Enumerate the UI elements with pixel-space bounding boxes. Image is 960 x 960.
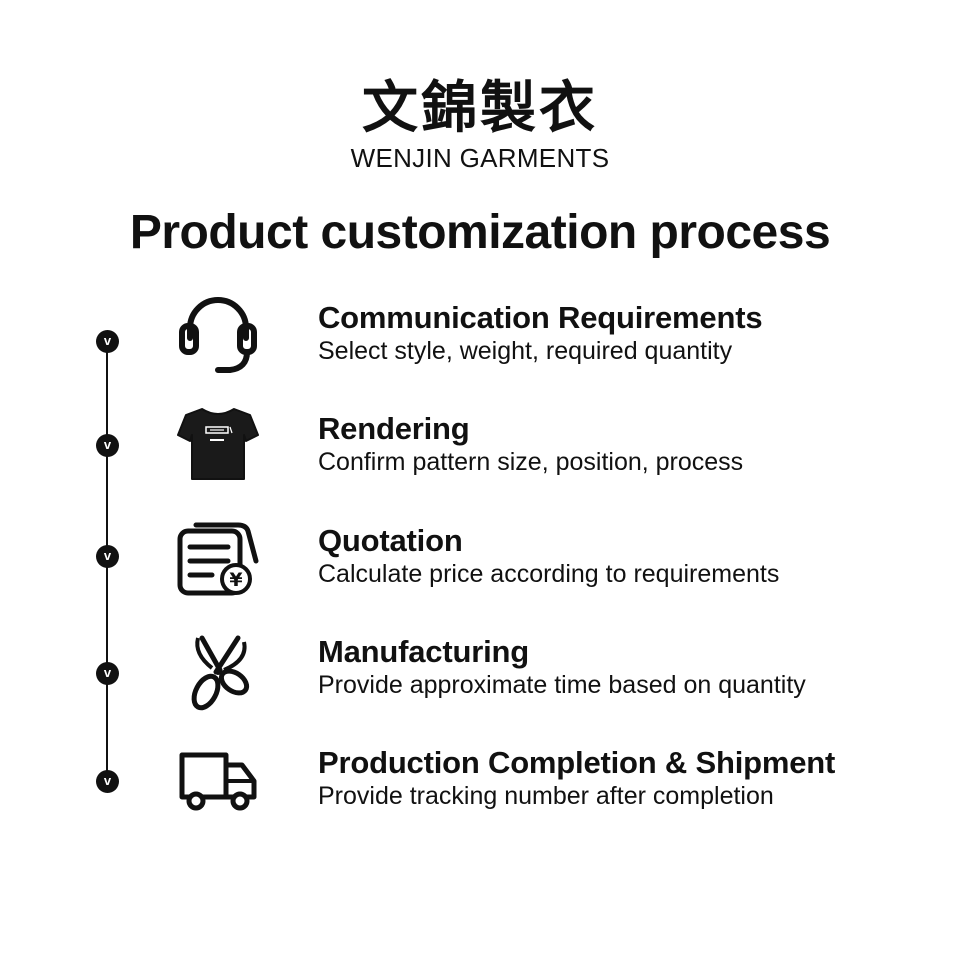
page-title: Product customization process [129,206,831,259]
headset-icon [172,290,264,382]
step-title: Communication Requirements [318,300,763,335]
timeline-check-marker: v [96,545,119,568]
step-title: Manufacturing [318,634,529,669]
timeline-check-marker: v [96,662,119,685]
process-step-manufacturing: v Manufacturing Provide approximate time… [0,634,960,734]
quotation-document-icon: ¥ [172,513,264,605]
step-description: Select style, weight, required quantity [318,337,733,365]
process-step-quotation: v ¥ Quotation Calculate price according … [0,522,960,623]
process-step-rendering: v Rendering Confirm pattern size, positi… [0,408,960,511]
step-description: Provide tracking number after completion [318,782,774,810]
yen-symbol: ¥ [229,569,242,591]
process-step-communication: v Communication Requirements Select styl… [0,297,960,400]
delivery-truck-icon [172,733,264,825]
process-step-shipment: v Production Completion & Shipment Provi… [0,745,960,845]
step-description: Provide approximate time based on quanti… [318,671,806,699]
timeline-check-marker: v [96,770,119,793]
step-description: Calculate price according to requirement… [318,560,780,588]
step-title: Production Completion & Shipment [318,745,836,780]
step-title: Rendering [318,411,470,446]
brand-logo-chinese: 文錦製衣 [362,76,598,141]
timeline-check-marker: v [96,330,119,353]
timeline-check-marker: v [96,434,119,457]
scissors-icon [172,630,264,722]
step-title: Quotation [318,523,463,558]
step-description: Confirm pattern size, position, process [318,448,744,476]
tshirt-icon [172,399,264,491]
brand-name: WENJIN GARMENTS [350,143,610,173]
